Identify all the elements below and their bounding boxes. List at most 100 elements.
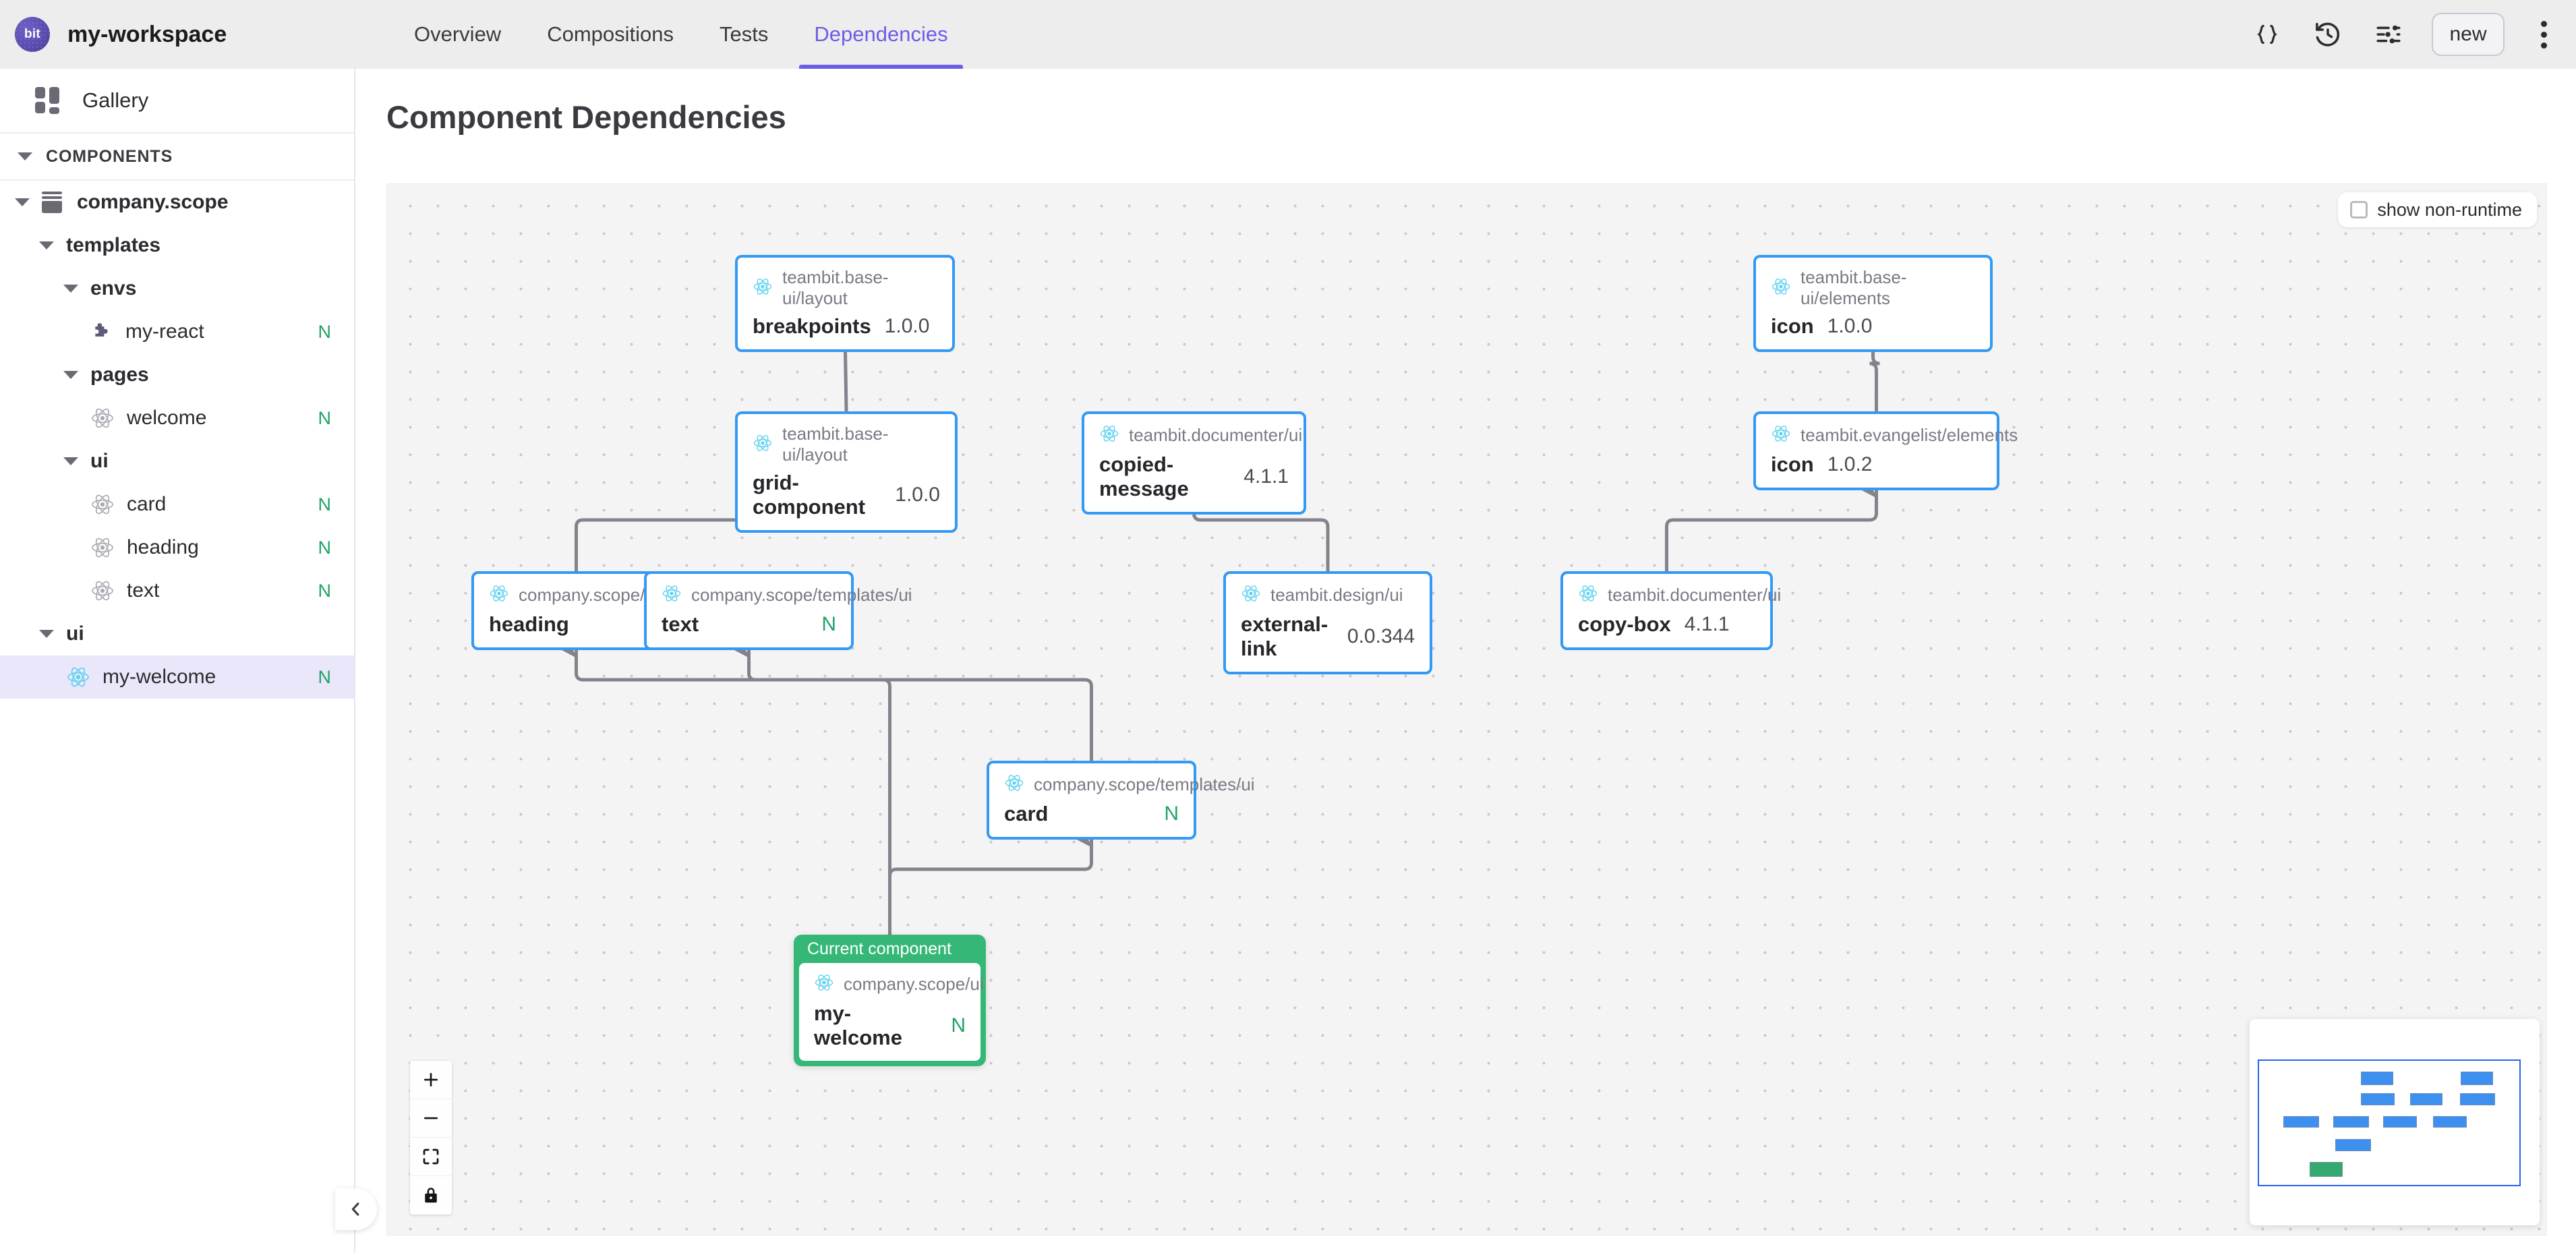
lock-button[interactable] [410,1176,452,1215]
graph-edge-external-link-to-copied-message [1174,476,1330,573]
show-non-runtime-toggle[interactable]: show non-runtime [2338,192,2537,227]
graph-edge-copy-box-to-icon-evangelist [1665,476,1878,573]
minimap-viewport[interactable] [2258,1059,2521,1186]
react-icon [1099,424,1119,447]
tab-overview[interactable]: Overview [391,0,524,69]
node-scope-label: teambit.base-ui/layout [782,267,889,308]
dependency-graph-canvas[interactable]: show non-runtime teambit.base-ui/layout b… [386,183,2547,1235]
chevron-down-icon[interactable] [39,630,54,638]
minimap-node [2383,1116,2417,1128]
node-scope: teambit.evangelist/elements [1771,424,2018,447]
sidebar-item-company-scope[interactable]: company.scope [0,181,354,224]
top-bar-actions: new [2250,0,2557,69]
tab-compositions[interactable]: Compositions [524,0,697,69]
node-scope: teambit.base-ui/layout [753,424,940,465]
sidebar-item-pages[interactable]: pages [0,353,354,397]
sidebar-collapse-button[interactable] [335,1188,377,1230]
new-button[interactable]: new [2432,13,2505,56]
brand[interactable]: bit my-workspace [0,17,351,52]
node-scope: teambit.documenter/ui [1099,424,1302,447]
show-non-runtime-checkbox[interactable] [2350,201,2368,218]
graph-node-card[interactable]: company.scope/templates/ui card N [987,761,1255,840]
tab-dependencies[interactable]: Dependencies [791,0,970,69]
zoom-out-button[interactable] [410,1099,452,1138]
tab-compositions-label: Compositions [547,22,674,46]
react-icon [90,535,115,560]
sidebar-item-gallery[interactable]: Gallery [0,69,354,134]
chevron-down-icon[interactable] [63,371,78,379]
graph-edge-icon-evangelist-to-icon-base-ui [1853,320,1880,413]
status-badge: N [318,537,332,558]
history-icon[interactable] [2310,17,2345,52]
node-status-badge: N [951,1014,966,1037]
sliders-icon[interactable] [2371,17,2406,52]
chevron-down-icon[interactable] [63,285,78,293]
sidebar-item-label: my-welcome [103,666,216,688]
node-name: text [662,612,699,636]
sidebar-item-ui[interactable]: ui [0,612,354,655]
graph-edges [556,320,1880,937]
node-scope: company.scope/templates/ui [662,583,912,607]
sidebar-item-ui[interactable]: ui [0,440,354,483]
sidebar-item-label: pages [90,363,149,386]
chevron-down-icon[interactable] [15,198,30,206]
react-icon [92,581,113,601]
node-name: card [1004,802,1049,825]
sidebar-item-templates[interactable]: templates [0,224,354,267]
node-scope: company.scope/templates/ui [1004,773,1255,796]
react-icon [92,537,113,558]
node-version: 4.1.1 [1684,613,1730,635]
sidebar-section-components[interactable]: COMPONENTS [0,134,354,181]
node-status-badge: N [1164,803,1179,825]
react-icon [92,408,113,428]
chevron-down-icon[interactable] [63,457,78,465]
lock-icon [425,1187,437,1202]
graph-edge-card-to-text [729,636,1093,763]
node-name: my-welcome [814,1001,902,1049]
kebab-menu-icon[interactable] [2530,20,2557,49]
node-scope: teambit.base-ui/elements [1771,267,1975,309]
node-scope-label: company.scope/templates/ui [1034,774,1255,794]
tab-tests[interactable]: Tests [697,0,791,69]
code-braces-icon[interactable] [2250,17,2285,52]
react-icon [1772,278,1790,295]
react-icon [753,278,772,295]
node-name: grid-component [753,471,866,519]
graph-edge-my-welcome-to-card [888,825,1093,937]
react-icon [1004,773,1024,796]
sidebar-item-label: envs [90,277,137,299]
node-scope: teambit.documenter/ui [1578,583,1781,607]
graph-minimap[interactable] [2250,1019,2540,1225]
minus-icon [423,1117,438,1119]
zoom-in-button[interactable] [410,1061,452,1099]
grid-icon [35,87,62,114]
react-icon [815,974,833,991]
minimap-node [2333,1116,2369,1128]
chevron-down-icon[interactable] [39,241,54,250]
sidebar-item-envs[interactable]: envs [0,267,354,310]
status-badge: N [318,321,332,342]
node-name: icon [1771,314,1814,338]
fit-view-button[interactable] [410,1138,452,1176]
